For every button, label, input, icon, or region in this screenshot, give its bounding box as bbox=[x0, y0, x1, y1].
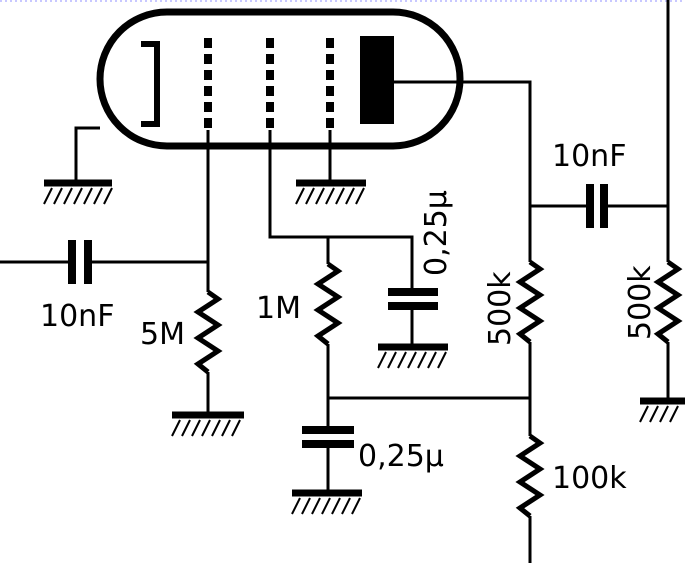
resistor-grid bbox=[193, 289, 223, 374]
capacitor-coupling bbox=[586, 184, 608, 228]
ground-bypass-cap bbox=[291, 489, 362, 515]
wire-screen bbox=[268, 130, 414, 290]
label-r-grid: 5M bbox=[140, 317, 185, 352]
pentode-tube bbox=[96, 8, 464, 150]
tube-anode bbox=[360, 36, 394, 124]
ground-suppressor bbox=[295, 179, 366, 205]
tube-envelope bbox=[96, 8, 464, 150]
wiring bbox=[0, 0, 670, 563]
label-r-screen: 1M bbox=[256, 291, 301, 326]
ground-grid-res bbox=[171, 411, 244, 437]
tube-cathode bbox=[141, 41, 160, 127]
wire-plate bbox=[394, 80, 532, 262]
label-r-next-stage: 500k bbox=[623, 265, 658, 340]
label-r-plate: 500k bbox=[483, 271, 518, 346]
label-c-input: 10nF bbox=[40, 299, 114, 334]
capacitor-input bbox=[68, 240, 92, 284]
wire-cathode-ground bbox=[74, 126, 100, 180]
resistor-next-stage bbox=[653, 259, 683, 344]
label-c-screen: 0,25µ bbox=[419, 190, 454, 276]
label-c-bypass: 0,25µ bbox=[358, 439, 444, 474]
label-c-coupling: 10nF bbox=[552, 139, 626, 174]
resistor-decouple bbox=[515, 433, 545, 518]
resistor-screen bbox=[313, 261, 343, 346]
resistor-plate bbox=[515, 259, 545, 344]
capacitor-screen bbox=[388, 288, 438, 310]
ground-next-stage bbox=[639, 397, 685, 423]
capacitor-bypass bbox=[302, 426, 354, 448]
label-r-decouple: 100k bbox=[552, 461, 627, 496]
ground-cathode bbox=[43, 179, 113, 205]
ground-screen-cap bbox=[377, 343, 448, 369]
